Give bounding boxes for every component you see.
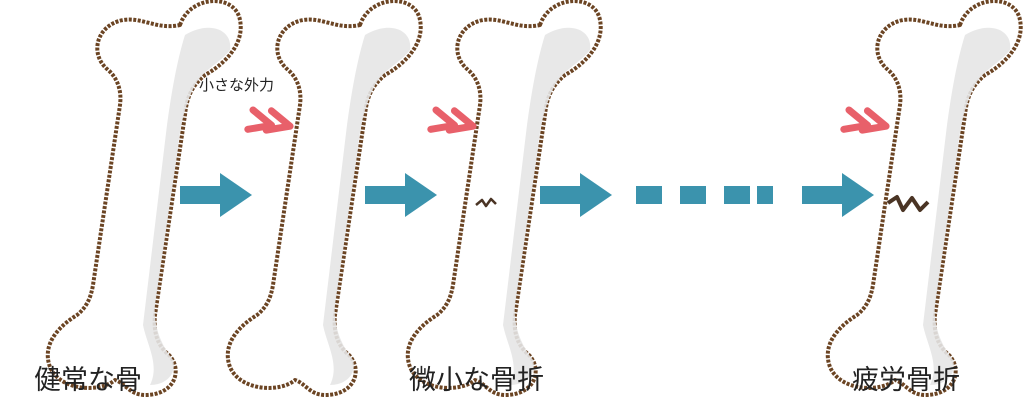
micro-fracture-caption: 微小な骨折: [409, 365, 544, 396]
healthy-bone-caption: 健常な骨: [34, 365, 142, 396]
double-chevron-icon: [248, 106, 293, 140]
right-arrow-icon: [802, 173, 874, 217]
crack-icon: [886, 195, 930, 212]
crack-icon: [475, 197, 497, 208]
dashed-line-icon: [636, 186, 773, 204]
small-force-label: 小さな外力: [199, 76, 275, 94]
right-arrow-icon: [365, 173, 437, 217]
double-chevron-icon: [431, 106, 476, 140]
double-chevron-icon: [844, 106, 889, 140]
right-arrow-icon: [180, 173, 252, 217]
right-arrow-icon: [540, 173, 612, 217]
fatigue-fracture-caption: 疲労骨折: [852, 365, 960, 396]
